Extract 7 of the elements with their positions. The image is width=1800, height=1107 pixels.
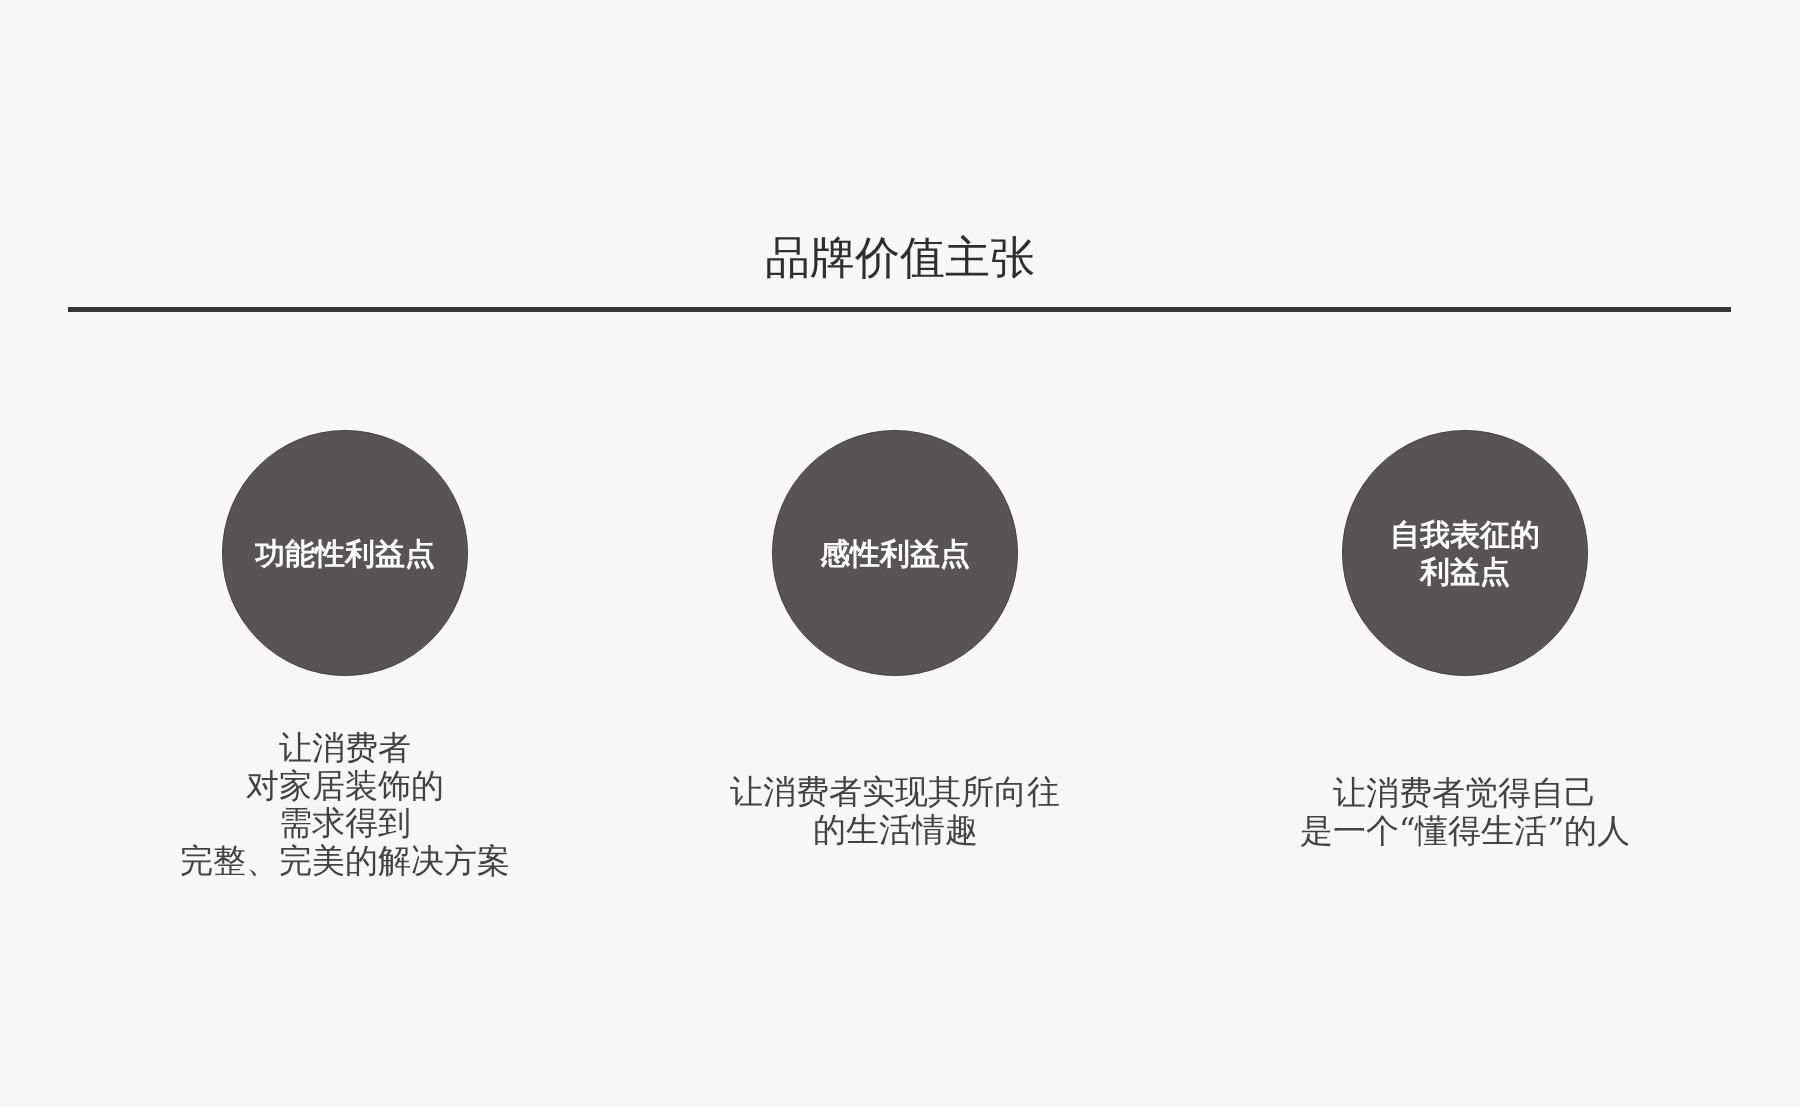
circle-label: 功能性利益点 [255, 534, 435, 572]
circle-label: 自我表征的利益点 [1390, 516, 1540, 590]
circle-label: 感性利益点 [820, 534, 970, 572]
title-text: 品牌价值主张 [765, 230, 1035, 286]
description-text: 让消费者觉得自己是一个“懂得生活”的人 [1299, 774, 1631, 849]
description-text: 让消费者对家居装饰的需求得到完整、完美的解决方案 [180, 729, 510, 879]
description-text: 让消费者实现其所向往的生活情趣 [730, 773, 1060, 848]
